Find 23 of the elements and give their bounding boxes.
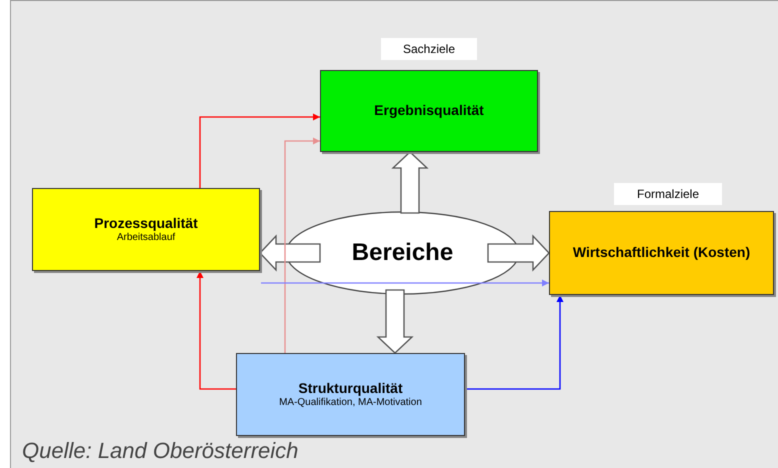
- box-title: Ergebnisqualität: [374, 102, 484, 120]
- box-subtitle: Arbeitsablauf: [116, 232, 176, 244]
- quality-box: [236, 353, 465, 436]
- quality-box: [320, 70, 538, 152]
- arrow: [199, 114, 320, 188]
- block-arrow: [259, 234, 321, 272]
- area-label: Bereiche: [352, 238, 454, 268]
- quality-box: [549, 211, 774, 295]
- box-title: Strukturqualität: [298, 380, 403, 397]
- goal-tag: Sachziele: [381, 38, 477, 60]
- arrow: [465, 295, 564, 390]
- arrow: [196, 271, 236, 390]
- goal-tag: Formalziele: [614, 183, 722, 205]
- block-arrow: [376, 289, 414, 354]
- box-title: Prozessqualität: [94, 214, 198, 232]
- box-title: Wirtschaftlichkeit (Kosten): [572, 244, 750, 262]
- arrow: [261, 280, 549, 286]
- box-subtitle: MA-Qualifikation, MA-Motivation: [279, 397, 422, 410]
- block-arrow: [391, 151, 429, 214]
- quality-box: [32, 188, 260, 271]
- arrow: [284, 138, 320, 353]
- block-arrow: [487, 234, 550, 272]
- source-caption: Quelle: Land Oberösterreich: [22, 437, 298, 464]
